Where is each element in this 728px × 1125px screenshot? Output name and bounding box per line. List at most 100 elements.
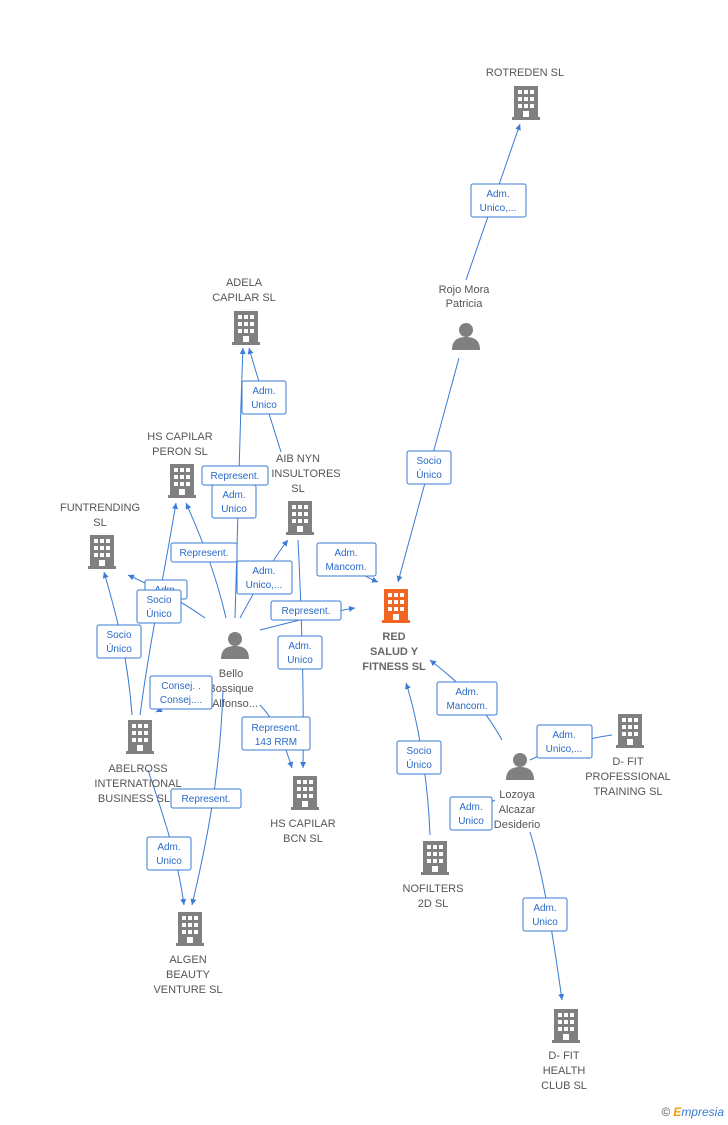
edge-label-line: Unico: [221, 504, 247, 515]
node-label-line: Lozoya: [499, 789, 535, 801]
node-label-line: Alfonso...: [212, 698, 258, 710]
node-label-line: PERON SL: [152, 446, 208, 458]
node-label-line: CAPILAR SL: [212, 292, 276, 304]
edge-label[interactable]: Socio Único: [136, 589, 182, 624]
edge-label[interactable]: Adm. Unico: [449, 796, 493, 831]
building-icon: [126, 720, 154, 754]
node-dfit-health[interactable]: D- FIT HEALTH CLUB SL: [541, 1009, 587, 1092]
edge-label[interactable]: Adm. Unico: [211, 484, 257, 519]
edge-label-line: Único: [416, 468, 442, 481]
edge-label[interactable]: Socio Único: [406, 450, 452, 485]
node-label-line: TRAINING SL: [593, 786, 662, 798]
node-aib[interactable]: AIB NYN INSULTORES SL: [271, 453, 341, 535]
node-hsbcn[interactable]: HS CAPILAR BCN SL: [270, 776, 336, 845]
edge-labels-layer: Adm. Unico,... Adm. Unico Socio Único Re…: [96, 183, 593, 932]
edge-label-line: Adm.: [222, 490, 245, 501]
svg-text:AIB NYN: AIB NYN: [276, 453, 320, 465]
node-nofilters[interactable]: NOFILTERS 2D SL: [403, 841, 464, 910]
edge-label-line: Represent.: [180, 548, 229, 559]
node-label-line: SL: [93, 517, 106, 529]
svg-text:Bello: Bello: [219, 668, 243, 680]
node-bello[interactable]: Bello Bossique Alfonso...: [208, 632, 258, 710]
edge-label[interactable]: Adm. Unico: [522, 897, 568, 932]
person-icon: [506, 753, 534, 780]
node-funtrending[interactable]: FUNTRENDING SL: [60, 502, 140, 569]
edge-label-line: Adm.: [486, 189, 509, 200]
edge-label[interactable]: Represent.: [270, 600, 342, 621]
edge-label-line: Adm.: [288, 641, 311, 652]
node-label-line: Rojo Mora: [439, 284, 491, 296]
node-label-line: SL: [291, 483, 304, 495]
svg-text:INSULTORES: INSULTORES: [271, 468, 340, 480]
edge-label-line: Unico: [156, 856, 182, 867]
person-icon: [452, 323, 480, 350]
edge-label[interactable]: Adm. Unico,...: [536, 724, 593, 759]
svg-text:SL: SL: [93, 517, 106, 529]
node-label-line: BEAUTY: [166, 969, 211, 981]
edge-label[interactable]: Adm. Unico: [146, 836, 192, 871]
node-label-line: NOFILTERS: [403, 883, 464, 895]
edge-label[interactable]: Represent.: [170, 788, 242, 809]
edge-label[interactable]: Represent.: [201, 465, 269, 486]
edge-label-line: Único: [146, 607, 172, 620]
edge-label-line: Represent.: [252, 723, 301, 734]
svg-text:CLUB SL: CLUB SL: [541, 1080, 587, 1092]
edge-label[interactable]: Adm. Mancom.: [316, 542, 377, 577]
edge-label[interactable]: Adm. Mancom.: [436, 681, 498, 716]
footer-brand[interactable]: ©Empresia: [661, 1105, 724, 1119]
svg-text:Alcazar: Alcazar: [499, 804, 536, 816]
copyright-icon: ©: [661, 1105, 671, 1119]
edge-label-line: Único: [106, 642, 132, 655]
svg-text:CAPILAR SL: CAPILAR SL: [212, 292, 276, 304]
building-icon: [286, 501, 314, 535]
node-label-line: INSULTORES: [271, 468, 340, 480]
svg-text:BEAUTY: BEAUTY: [166, 969, 211, 981]
node-label-line: Bello: [219, 668, 243, 680]
svg-text:TRAINING SL: TRAINING SL: [593, 786, 662, 798]
svg-text:HS CAPILAR: HS CAPILAR: [147, 431, 212, 443]
edge-label[interactable]: Adm. Unico,...: [470, 183, 527, 218]
edge-label-line: Adm.: [533, 903, 556, 914]
node-label-line: ROTREDEN SL: [486, 67, 564, 79]
node-rojo[interactable]: Rojo Mora Patricia: [439, 284, 491, 350]
edge-label[interactable]: Represent.: [170, 542, 238, 563]
svg-text:Rojo Mora: Rojo Mora: [439, 284, 491, 296]
svg-text:Patricia: Patricia: [446, 298, 484, 310]
svg-text:INTERNATIONAL: INTERNATIONAL: [94, 778, 181, 790]
building-icon: [552, 1009, 580, 1043]
svg-text:NOFILTERS: NOFILTERS: [403, 883, 464, 895]
brand-logo: Empresia: [673, 1105, 724, 1119]
node-rotreden[interactable]: ROTREDEN SL: [486, 67, 564, 120]
node-label-line: Bossique: [208, 683, 253, 695]
node-label-line: FUNTRENDING: [60, 502, 140, 514]
brand-logo-initial: E: [673, 1105, 682, 1119]
edge-label-line: Unico: [458, 816, 484, 827]
person-icon: [221, 632, 249, 659]
node-label-line: ADELA: [226, 277, 263, 289]
node-label-line: INTERNATIONAL: [94, 778, 181, 790]
node-lozoya[interactable]: Lozoya Alcazar Desiderio: [494, 753, 540, 831]
node-label-line: RED: [382, 631, 405, 643]
edge-label[interactable]: Socio Único: [96, 624, 142, 659]
node-abelross[interactable]: ABELROSS INTERNATIONAL BUSINESS SL: [94, 720, 182, 805]
edge-label[interactable]: Adm. Unico: [241, 380, 287, 415]
edge-label-line: Unico: [251, 400, 277, 411]
edge-label-line: 143 RRM: [255, 737, 297, 748]
edge-label-line: Adm.: [252, 386, 275, 397]
edge-label[interactable]: Socio Único: [396, 740, 442, 775]
node-hsperon[interactable]: HS CAPILAR PERON SL: [147, 431, 213, 498]
svg-text:SL: SL: [291, 483, 304, 495]
edge-label[interactable]: Adm. Unico,...: [236, 560, 293, 595]
building-icon: [421, 841, 449, 875]
node-dfit-professional[interactable]: D- FIT PROFESSIONAL TRAINING SL: [585, 714, 671, 798]
node-adela[interactable]: ADELA CAPILAR SL: [212, 277, 276, 345]
edge-label[interactable]: Consej. . Consej....: [149, 675, 213, 710]
node-label-line: CLUB SL: [541, 1080, 587, 1092]
edge-label[interactable]: Adm. Unico: [277, 635, 323, 670]
edge-label[interactable]: Represent. 143 RRM: [241, 716, 311, 751]
svg-text:2D SL: 2D SL: [418, 898, 449, 910]
node-algen[interactable]: ALGEN BEAUTY VENTURE SL: [153, 912, 223, 996]
svg-text:Desiderio: Desiderio: [494, 819, 540, 831]
node-red-salud-fitness[interactable]: RED SALUD Y FITNESS SL: [362, 589, 426, 673]
